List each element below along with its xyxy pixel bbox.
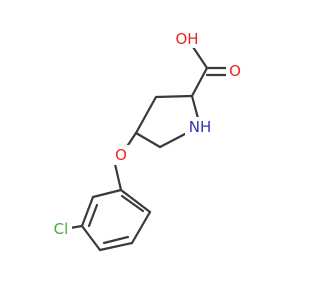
- bond-ar-3: [80, 224, 102, 252]
- bond-ar-5: [130, 210, 152, 245]
- chlorine-label: Cl: [54, 220, 69, 238]
- bond-ar-inner-1: [87, 203, 99, 228]
- bond-ar-2: [80, 195, 95, 228]
- bond-c5-c4: [134, 131, 162, 149]
- molecule-structure: OH O NH O Cl: [48, 28, 242, 252]
- hydroxyl-label: OH: [175, 30, 198, 48]
- bonds: [68, 42, 230, 252]
- amine-nh-label: NH: [189, 118, 212, 136]
- bond-ar-inner-3: [120, 194, 145, 213]
- bond-n-c5: [158, 132, 187, 149]
- bond-ar-6: [119, 188, 152, 214]
- bond-ar-1: [91, 188, 123, 199]
- atom-labels: OH O NH O Cl: [48, 28, 242, 238]
- ether-oxygen-label: O: [115, 146, 127, 164]
- bond-c3-c2: [154, 94, 194, 99]
- bond-c4-c3: [134, 95, 158, 135]
- bond-c2-cooh: [190, 66, 209, 98]
- bond-ar-inner-2: [102, 235, 130, 245]
- carbonyl-oxygen-label: O: [229, 62, 241, 80]
- bond-o-ring: [113, 162, 123, 192]
- bond-ar-4: [98, 241, 134, 252]
